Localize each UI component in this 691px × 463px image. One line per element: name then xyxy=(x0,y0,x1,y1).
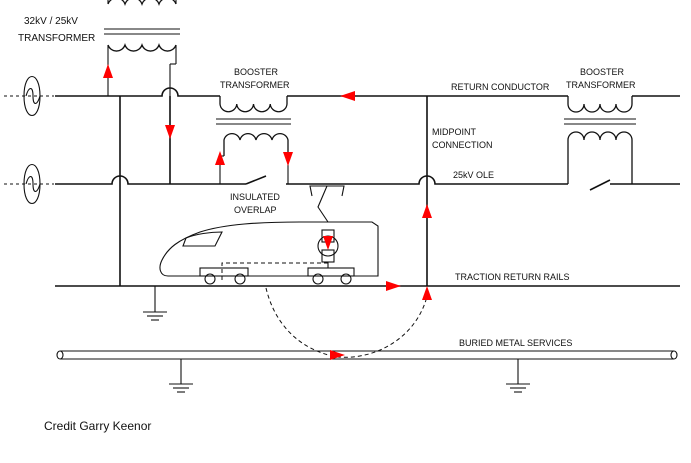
label-booster-left-2: TRANSFORMER xyxy=(220,80,290,90)
label-booster-left-1: BOOSTER xyxy=(234,67,279,77)
current-arrow-transformer-up xyxy=(103,64,113,78)
main-transformer xyxy=(104,0,180,96)
pantograph-arm xyxy=(317,185,329,223)
current-arrow-rails-right xyxy=(386,281,401,291)
earth-symbol-right xyxy=(506,359,530,393)
current-arrow-return-left xyxy=(340,91,355,101)
label-main-transformer-2: TRANSFORMER xyxy=(18,33,95,44)
ole-line xyxy=(55,175,680,185)
label-buried-services: BURIED METAL SERVICES xyxy=(459,338,572,348)
earth-symbol-left xyxy=(143,286,167,321)
booster-transformer-right xyxy=(564,96,636,184)
label-booster-right-1: BOOSTER xyxy=(580,67,625,77)
ac-source-top xyxy=(4,76,54,116)
booster-transformer-left xyxy=(216,96,291,184)
insulated-overlap-switch xyxy=(245,175,267,185)
current-arrow-booster-up xyxy=(215,151,225,165)
current-arrow-pipe-right xyxy=(330,350,345,360)
label-midpoint-2: CONNECTION xyxy=(432,140,493,150)
current-arrow-booster-down xyxy=(283,152,293,166)
label-return-conductor: RETURN CONDUCTOR xyxy=(451,82,550,92)
current-arrow-midpoint-up-upper xyxy=(422,204,432,218)
pantograph xyxy=(309,185,345,197)
label-booster-right-2: TRANSFORMER xyxy=(566,80,636,90)
current-arrow-train-down xyxy=(323,236,333,250)
label-midpoint-1: MIDPOINT xyxy=(432,127,477,137)
current-arrow-ole-feed-down xyxy=(165,125,175,139)
earth-symbol-mid xyxy=(169,359,193,393)
label-ole: 25kV OLE xyxy=(453,170,494,180)
label-traction-return: TRACTION RETURN RAILS xyxy=(455,272,570,282)
ac-source-bottom xyxy=(4,164,54,204)
label-main-transformer-1: 32kV / 25kV xyxy=(24,16,78,27)
buried-metal-pipe xyxy=(56,350,678,360)
earth-return-current-path xyxy=(265,287,427,358)
label-insulated-overlap-1: INSULATED xyxy=(230,192,280,202)
credit-text: Credit Garry Keenor xyxy=(44,419,151,433)
current-arrow-midpoint-up-lower xyxy=(422,286,432,300)
overlap-switch-right xyxy=(589,179,611,191)
train xyxy=(159,221,379,285)
label-insulated-overlap-2: OVERLAP xyxy=(234,205,277,215)
